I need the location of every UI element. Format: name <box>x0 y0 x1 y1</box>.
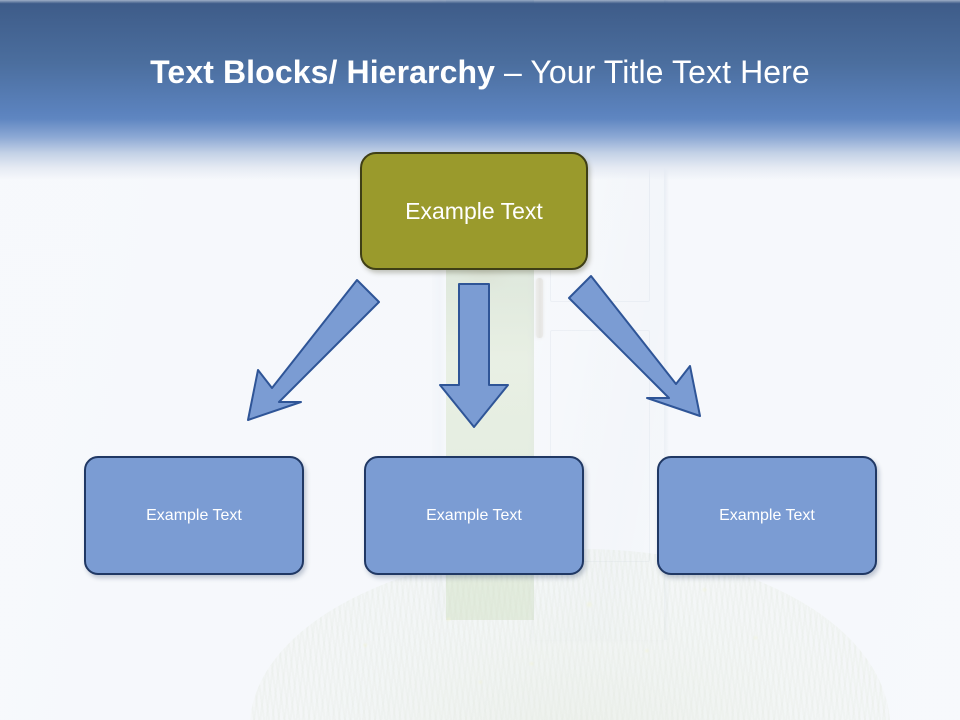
page-title: Text Blocks/ Hierarchy – Your Title Text… <box>0 52 960 92</box>
page-title-bold: Text Blocks/ Hierarchy <box>150 54 505 90</box>
arrow-down-left-icon <box>247 279 380 421</box>
arrow-down-right-icon <box>568 275 701 417</box>
hierarchy-child-node-center[interactable]: Example Text <box>364 456 584 575</box>
hierarchy-child-node-right[interactable]: Example Text <box>657 456 877 575</box>
hierarchy-child-label-right: Example Text <box>719 506 815 524</box>
hierarchy-parent-label: Example Text <box>405 197 543 224</box>
header-band <box>0 0 960 180</box>
hierarchy-child-label-left: Example Text <box>146 506 242 524</box>
hierarchy-child-label-center: Example Text <box>426 506 522 524</box>
page-title-regular: Your Title Text Here <box>530 54 810 90</box>
hierarchy-child-node-left[interactable]: Example Text <box>84 456 304 575</box>
page-title-separator: – <box>504 54 531 90</box>
hierarchy-parent-node[interactable]: Example Text <box>360 152 588 270</box>
arrow-down-icon <box>439 283 509 428</box>
